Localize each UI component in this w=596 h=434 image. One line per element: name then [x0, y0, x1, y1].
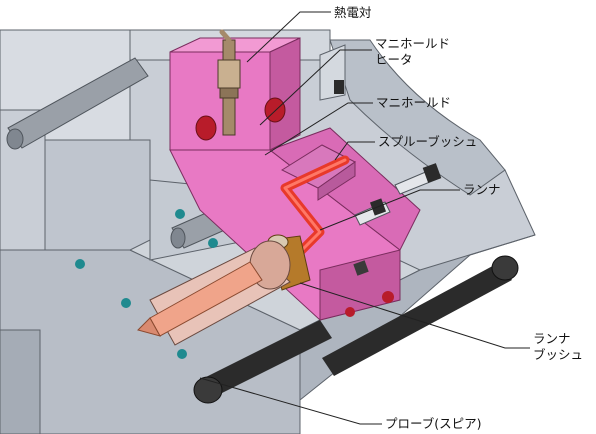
label-thermocouple: 熱電対 — [334, 5, 372, 20]
label-runner: ランナ — [463, 182, 501, 197]
probe — [137, 261, 263, 337]
label-manifold-heater-line2: ヒータ — [375, 52, 413, 67]
thermocouple — [217, 29, 241, 136]
guide-pin-upper — [6, 57, 149, 150]
label-probe: プローブ(スピア) — [385, 416, 482, 431]
runner-channel — [280, 155, 350, 257]
leader-lines — [199, 11, 530, 425]
label-manifold: マニホールド — [376, 95, 452, 110]
label-runner-bush-line1: ランナ — [533, 331, 571, 346]
manifold-heater-block — [169, 37, 301, 151]
label-runner-bush-line2: ブッシュ — [533, 347, 584, 362]
label-sprue-bush: スプルーブッシュ — [378, 134, 478, 149]
label-manifold-heater-line1: マニホールド — [375, 36, 451, 51]
side-bolts — [334, 80, 442, 226]
long-bolt-lower — [193, 320, 332, 404]
plate-holes — [75, 209, 218, 359]
long-bolt-upper — [322, 255, 519, 376]
